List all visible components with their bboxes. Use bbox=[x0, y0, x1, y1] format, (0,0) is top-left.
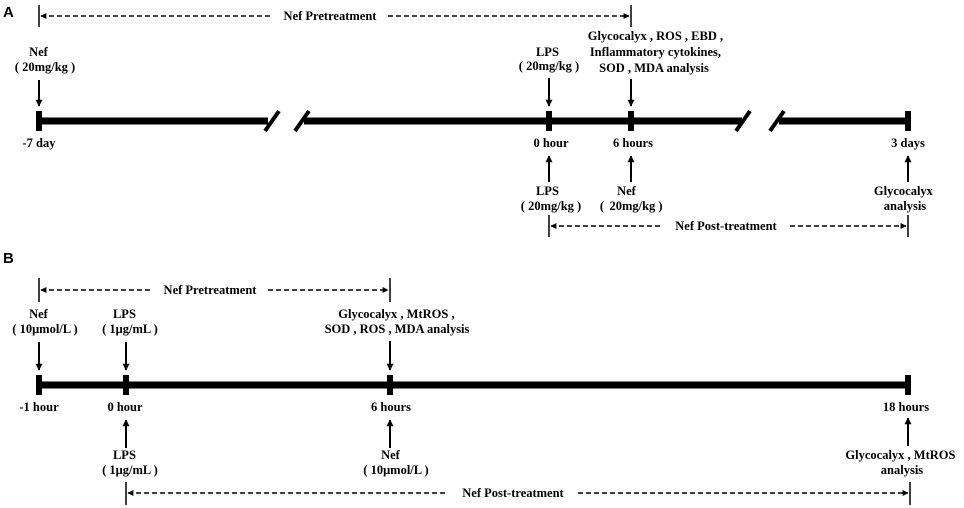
nef-dose-label: Nef ( 10μmol/L ) bbox=[12, 307, 77, 336]
pretreatment-label: Nef Pretreatment bbox=[284, 9, 378, 23]
time-label: -1 hour bbox=[19, 400, 59, 414]
timeline-tick bbox=[387, 375, 393, 395]
timeline-tick bbox=[546, 111, 552, 131]
axis-break-mark bbox=[293, 109, 311, 133]
lps-dose-label: LPS ( 20mg/kg ) bbox=[519, 45, 579, 73]
open-paren: ( bbox=[600, 199, 604, 213]
panel-b: B Nef Pretreatment Nef ( 10μmol/L ) LPS … bbox=[3, 250, 958, 505]
posttreatment-label: Nef Post-treatment bbox=[675, 219, 777, 233]
axis-break-mark bbox=[734, 109, 752, 133]
time-label: 6 hours bbox=[613, 136, 653, 150]
axis-break-mark bbox=[263, 109, 281, 133]
analysis-label: Glycocalyx , ROS , EBD , Inflammatory cy… bbox=[588, 29, 727, 75]
time-label: 3 days bbox=[891, 136, 925, 150]
panel-b-pretreatment-range: Nef Pretreatment bbox=[38, 278, 391, 302]
panel-a-posttreatment-range: Nef Post-treatment bbox=[548, 215, 909, 237]
lps-dose-label: LPS ( 1μg/mL ) bbox=[102, 307, 158, 336]
panel-a-pretreatment-range: Nef Pretreatment bbox=[38, 5, 632, 27]
nef-dose-label: Nef ( 20mg/kg ) bbox=[15, 45, 75, 74]
analysis-label: Glycocalyx analysis bbox=[874, 184, 936, 213]
axis-break-mark bbox=[768, 109, 786, 133]
analysis-label: Glycocalyx , MtROS analysis bbox=[845, 448, 958, 477]
lps-dose-label: LPS ( 20mg/kg ) bbox=[521, 184, 581, 213]
timeline-tick bbox=[123, 375, 129, 395]
timeline-start-tick bbox=[36, 375, 42, 395]
pretreatment-label: Nef Pretreatment bbox=[164, 283, 258, 297]
posttreatment-label: Nef Post-treatment bbox=[462, 486, 564, 500]
time-label: 0 hour bbox=[533, 136, 569, 150]
timeline-end-tick bbox=[905, 111, 911, 131]
timeline-end-tick bbox=[905, 375, 911, 395]
analysis-label: Glycocalyx , MtROS , SOD , ROS , MDA ana… bbox=[325, 307, 470, 336]
panel-a-timeline bbox=[36, 109, 911, 133]
time-label: 18 hours bbox=[883, 400, 929, 414]
nef-dose-label: Nef ( 10μmol/L ) bbox=[363, 448, 428, 477]
time-label: -7 day bbox=[23, 136, 57, 150]
lps-dose-label: LPS ( 1μg/mL ) bbox=[102, 448, 158, 477]
panel-b-letter: B bbox=[3, 250, 14, 267]
panel-b-posttreatment-range: Nef Post-treatment bbox=[125, 482, 911, 505]
nef-dose-label: Nef 20mg/kg ) bbox=[609, 184, 662, 213]
time-label: 6 hours bbox=[371, 400, 411, 414]
timeline-tick bbox=[628, 111, 634, 131]
panel-a: A Nef Pretreatment Nef ( 20mg/kg ) LPS (… bbox=[3, 4, 936, 237]
panel-a-letter: A bbox=[3, 4, 14, 21]
panel-b-timeline bbox=[36, 375, 911, 395]
time-label: 0 hour bbox=[107, 400, 143, 414]
